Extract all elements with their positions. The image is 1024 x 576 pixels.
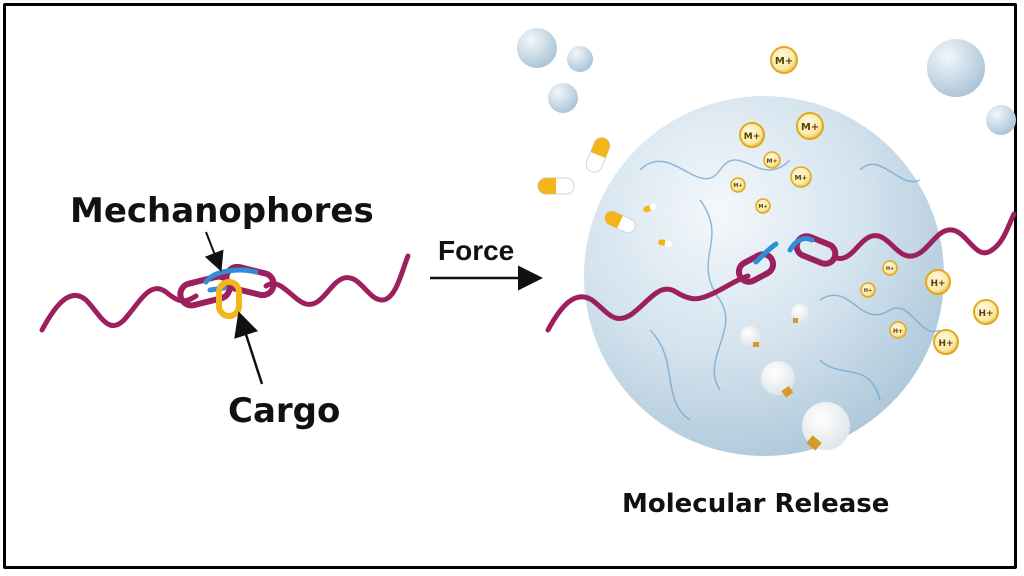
- cargo-loop: [216, 279, 242, 319]
- capsule: [604, 210, 636, 234]
- svg-text:M+: M+: [801, 122, 819, 133]
- bulb: [791, 304, 809, 323]
- svg-text:H+: H+: [886, 266, 894, 272]
- polymer-chain-left: [39, 286, 199, 333]
- broken-mechanophore-blue-right: [787, 235, 815, 253]
- ion-m-plus: M+: [755, 198, 771, 214]
- svg-text:M+: M+: [733, 183, 742, 189]
- svg-text:H+: H+: [938, 339, 953, 349]
- polymer-chain-right: [263, 253, 411, 307]
- frame-border: [3, 3, 1017, 569]
- broken-mechanophore-blue-left: [753, 241, 779, 265]
- released-cluster: M+ M+ M+ M+ M+ M+: [517, 28, 1017, 456]
- cargo-pointer: [234, 311, 264, 385]
- ion-m-plus: M+: [739, 122, 765, 148]
- ion-h-plus: H+: [973, 299, 999, 325]
- ion-m-plus: M+: [796, 112, 824, 140]
- broken-chain-right: [833, 211, 1017, 261]
- mechanophores-label: Mechanophores: [70, 191, 374, 231]
- svg-text:M+: M+: [775, 56, 793, 67]
- ion-h-plus: H+: [889, 321, 907, 339]
- ion-h-plus: H+: [925, 269, 951, 295]
- bulb: [761, 361, 795, 398]
- capsule: [585, 137, 611, 173]
- ion-h-plus: H+: [933, 329, 959, 355]
- mechanophores-pointer: [204, 231, 224, 272]
- svg-text:H+: H+: [893, 328, 903, 335]
- svg-text:H+: H+: [864, 288, 872, 294]
- broken-chain-left: [545, 273, 751, 333]
- bubble: [517, 28, 557, 68]
- ion-h-plus: H+: [860, 282, 876, 298]
- broken-mechanophore-left: [735, 251, 777, 285]
- internal-threads: [639, 159, 941, 421]
- ion-h-plus: H+: [882, 260, 898, 276]
- bubble: [567, 46, 593, 72]
- svg-text:H+: H+: [930, 279, 945, 289]
- bubble: [548, 83, 578, 113]
- svg-text:M+: M+: [744, 132, 761, 142]
- svg-text:H+: H+: [978, 309, 993, 319]
- cargo-label: Cargo: [228, 391, 340, 431]
- intact-polymer: [39, 253, 411, 333]
- svg-text:M+: M+: [767, 158, 778, 165]
- capsule: [537, 177, 575, 195]
- svg-text:M+: M+: [795, 174, 808, 182]
- ion-m-plus: M+: [730, 177, 746, 193]
- molecular-release-label: Molecular Release: [622, 489, 889, 519]
- capsule: [643, 203, 657, 213]
- ion-m-plus: M+: [763, 151, 781, 169]
- ion-m-plus: M+: [770, 46, 798, 74]
- force-label: Force: [438, 235, 514, 266]
- bulb: [740, 326, 760, 347]
- bulb: [802, 402, 850, 451]
- bubble: [927, 39, 985, 97]
- svg-text:M+: M+: [758, 204, 767, 210]
- capsule: [658, 239, 672, 247]
- bubble: [986, 105, 1016, 135]
- ion-m-plus: M+: [790, 166, 812, 188]
